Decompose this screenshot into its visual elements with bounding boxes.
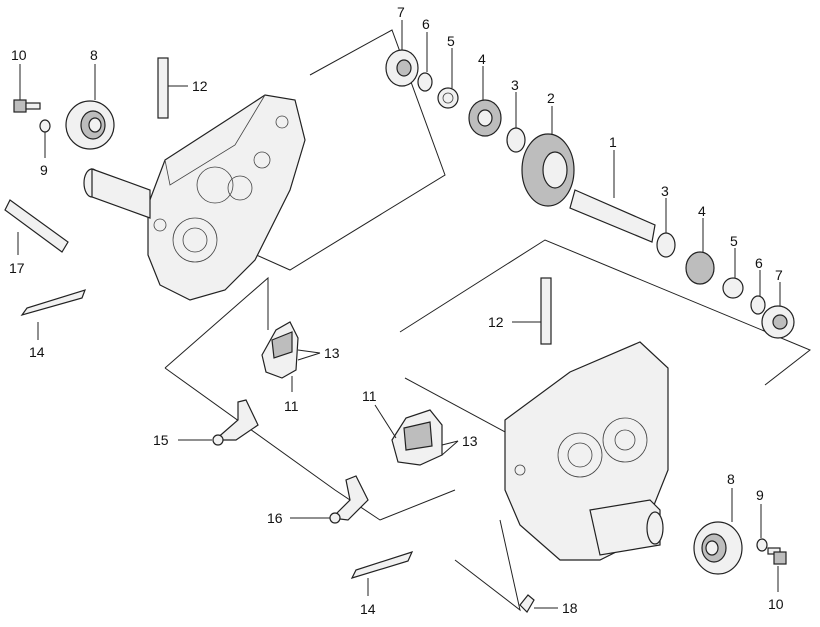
clip-18 <box>519 594 535 613</box>
label-14-right: 14 <box>360 601 376 617</box>
shift-fork-middle <box>391 409 443 466</box>
leader-lines <box>17 20 781 609</box>
fork-group-frame-left <box>164 276 269 369</box>
upper-group-frame <box>204 29 446 271</box>
bearing-cap-left <box>65 100 115 150</box>
shift-lever-15 <box>212 399 259 446</box>
label-9-left: 9 <box>40 162 48 178</box>
bolt-right <box>767 547 787 565</box>
fork-group-frame-right <box>404 377 521 441</box>
left-transmission-case <box>83 94 306 301</box>
label-7-right: 7 <box>775 267 783 283</box>
label-3-top: 3 <box>511 77 519 93</box>
pin-leader-lower <box>454 519 521 612</box>
pin-14-right <box>350 551 414 579</box>
part-labels: 7 6 5 4 3 2 1 3 4 5 6 7 10 8 9 12 17 14 … <box>9 4 784 617</box>
label-18: 18 <box>562 600 578 616</box>
label-10-left: 10 <box>11 47 27 63</box>
gear-shaft-assembly <box>385 49 795 339</box>
label-16: 16 <box>267 510 283 526</box>
washer-right <box>756 538 768 552</box>
label-17: 17 <box>9 260 25 276</box>
shift-fork-upper <box>261 321 299 379</box>
label-6-right: 6 <box>755 255 763 271</box>
right-transmission-case <box>504 341 669 561</box>
label-11-upper: 11 <box>284 398 299 414</box>
label-13-middle: 13 <box>462 433 478 449</box>
pin-left <box>157 57 169 119</box>
label-14-left: 14 <box>29 344 45 360</box>
label-11-middle: 11 <box>362 388 377 404</box>
label-13-upper: 13 <box>324 345 340 361</box>
label-4-right: 4 <box>698 203 706 219</box>
label-8-right: 8 <box>727 471 735 487</box>
shaft-17 <box>4 199 69 253</box>
washer-left <box>39 119 51 133</box>
label-5-right: 5 <box>730 233 738 249</box>
label-15: 15 <box>153 432 169 448</box>
label-3-right: 3 <box>661 183 669 199</box>
label-9-right: 9 <box>756 487 764 503</box>
label-10-right: 10 <box>768 596 784 612</box>
label-6-top: 6 <box>422 16 430 32</box>
label-1: 1 <box>609 134 617 150</box>
label-4-top: 4 <box>478 51 486 67</box>
bolt-left <box>13 99 41 113</box>
bearing-cap-right <box>693 521 743 575</box>
shift-lever-16 <box>329 475 369 524</box>
pin-right <box>540 277 552 345</box>
label-12-left: 12 <box>192 78 208 94</box>
label-12-right: 12 <box>488 314 504 330</box>
pin-14-left <box>20 289 86 317</box>
label-5-top: 5 <box>447 33 455 49</box>
label-7-top: 7 <box>397 4 405 20</box>
label-8-left: 8 <box>90 47 98 63</box>
lower-group-frame <box>399 239 811 386</box>
label-2: 2 <box>547 90 555 106</box>
